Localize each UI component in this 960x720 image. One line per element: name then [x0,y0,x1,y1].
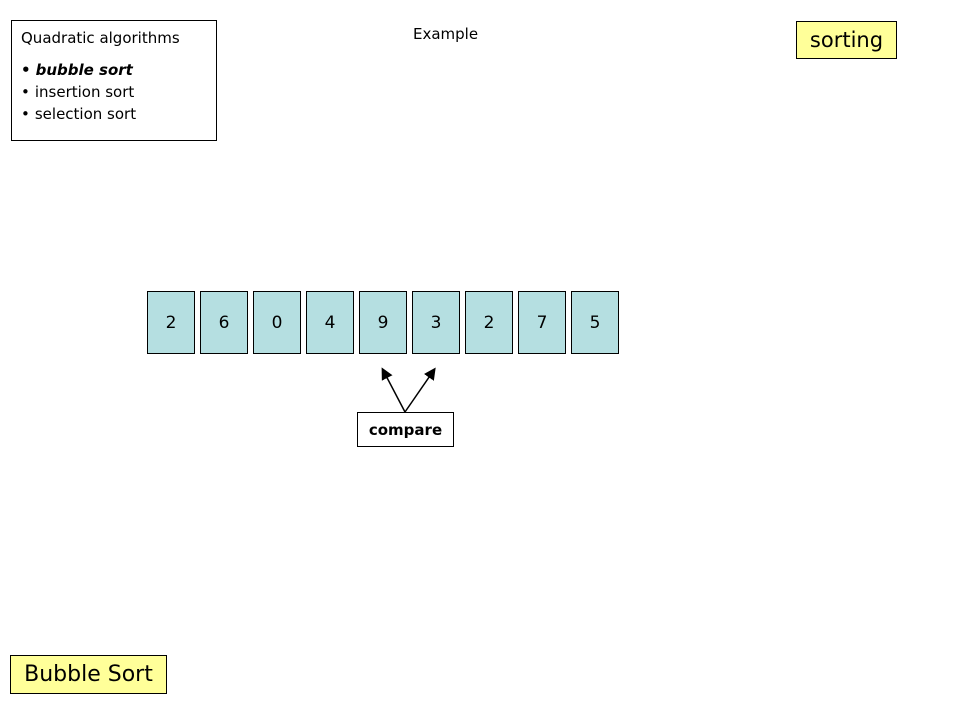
topic-tag: sorting [796,21,897,59]
array-cell: 9 [359,291,407,354]
compare-label: compare [357,412,454,447]
algorithms-list: bubble sort insertion sort selection sor… [21,59,207,125]
compare-arrow-right [404,367,436,413]
array-cell: 2 [465,291,513,354]
array-cell: 7 [518,291,566,354]
array-row: 2 6 0 4 9 3 2 7 5 [147,291,619,354]
algorithm-item-insertion-sort: insertion sort [21,81,207,103]
compare-arrow-left [381,367,406,413]
algorithm-item-selection-sort: selection sort [21,103,207,125]
example-label: Example [413,25,479,43]
array-cell: 4 [306,291,354,354]
array-cell: 0 [253,291,301,354]
algorithm-item-bubble-sort: bubble sort [21,59,207,81]
array-cell: 2 [147,291,195,354]
algorithms-title: Quadratic algorithms [21,29,180,47]
array-cell: 3 [412,291,460,354]
array-cell: 5 [571,291,619,354]
slide-title: Bubble Sort [10,655,167,694]
algorithms-box: Quadratic algorithms bubble sort inserti… [11,20,217,141]
array-cell: 6 [200,291,248,354]
